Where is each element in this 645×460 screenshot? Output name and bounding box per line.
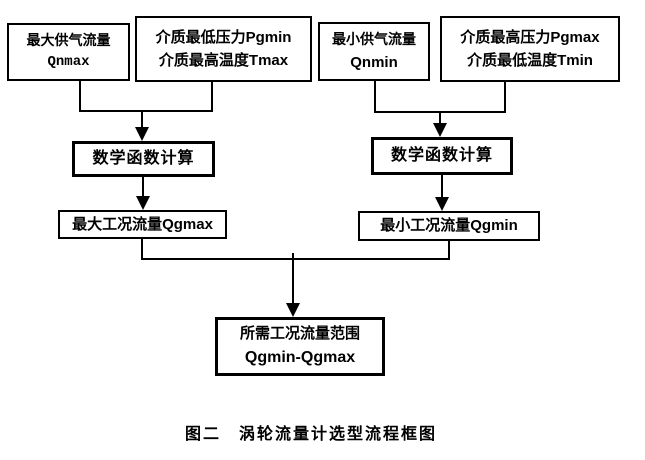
node-required-flow-range-value: Qgmin-Qgmax — [244, 348, 356, 366]
figure-caption: 图二 涡轮流量计选型流程框图 — [184, 426, 437, 443]
node-min-working-flow-label: 最小工况流量Qgmin — [380, 217, 518, 235]
node-min-supply-flow-label: 最小供气流量 — [332, 31, 416, 48]
node-required-flow-range-label: 所需工况流量范围 — [239, 325, 360, 343]
node-min-working-flow: 最小工况流量Qgmin — [358, 211, 540, 241]
node-required-flow-range: 所需工况流量范围 Qgmin-Qgmax — [215, 317, 385, 376]
node-max-pressure-min-temp: 介质最高压力Pgmax 介质最低温度Tmin — [440, 16, 620, 82]
arrowhead-left-merge — [135, 127, 149, 141]
node-min-pressure-max-temp: 介质最低压力Pgmin 介质最高温度Tmax — [135, 16, 312, 82]
node-math-calc-left-label: 数学函数计算 — [92, 149, 195, 167]
node-math-calc-right-label: 数学函数计算 — [390, 146, 493, 164]
node-math-calc-left: 数学函数计算 — [72, 141, 215, 177]
node-max-pressure-label: 介质最高压力Pgmax — [460, 28, 600, 46]
node-min-temp-label: 介质最低温度Tmin — [467, 52, 593, 69]
arrowhead-bottom-merge — [286, 303, 300, 317]
connector-right-merge — [374, 81, 506, 126]
arrowhead-mathr-qgmin — [435, 197, 449, 211]
node-max-supply-flow-label: 最大供气流量 — [26, 32, 111, 49]
node-max-working-flow: 最大工况流量Qgmax — [58, 210, 227, 239]
node-math-calc-right: 数学函数计算 — [371, 137, 513, 175]
connector-bottom-merge — [141, 239, 450, 306]
connector-left-merge — [79, 81, 213, 130]
node-max-working-flow-label: 最大工况流量Qgmax — [72, 215, 213, 233]
arrowhead-right-merge — [433, 123, 447, 137]
node-min-supply-flow: 最小供气流量 Qnmin — [318, 22, 430, 81]
node-max-temp-label: 介质最高温度Tmax — [158, 52, 289, 69]
node-max-supply-flow-symbol: Qnmax — [47, 54, 90, 70]
node-max-supply-flow: 最大供气流量 Qnmax — [7, 23, 130, 81]
arrowhead-mathl-qgmax — [136, 196, 150, 210]
node-min-pressure-label: 介质最低压力Pgmin — [155, 28, 292, 46]
node-min-supply-flow-symbol: Qnmin — [350, 53, 398, 71]
